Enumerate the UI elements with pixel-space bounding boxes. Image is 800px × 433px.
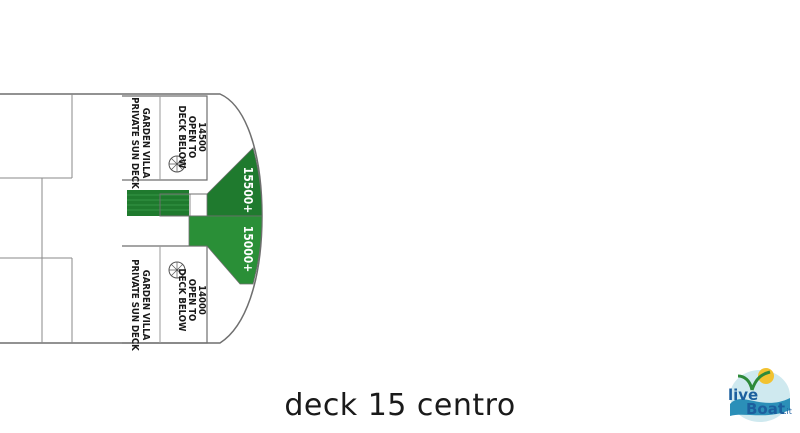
logo-palm-icon: [737, 370, 771, 391]
area-15500-label: 15500+: [241, 167, 255, 214]
spiral-stair-upper-icon: [168, 155, 186, 173]
deck-caption: deck 15 centro: [284, 388, 516, 423]
suite-lower-name-1: GARDEN VILLA: [140, 270, 151, 341]
suite-lower-open-1: OPEN TO: [186, 279, 197, 322]
suite-lower-name-2: PRIVATE SUN DECK: [129, 259, 140, 351]
logo-text-live: live: [728, 386, 758, 404]
suite-upper-open-1: OPEN TO: [186, 116, 197, 159]
spiral-stair-lower-icon: [168, 261, 186, 279]
suite-upper-number: 14500: [196, 122, 207, 152]
suite-upper-name-1: GARDEN VILLA: [140, 108, 151, 179]
suite-lower-number: 14000: [196, 285, 207, 315]
suite-upper-name-2: PRIVATE SUN DECK: [129, 97, 140, 189]
suite-lower-labels: 14000 OPEN TO DECK BELOW GARDEN VILLA PR…: [129, 259, 207, 351]
left-structure: [0, 94, 73, 343]
logo-text-suffix: .it: [784, 407, 792, 416]
suite-lower-room: [122, 245, 208, 344]
central-stair: [127, 190, 213, 217]
suite-upper-room: [122, 95, 208, 181]
suite-upper-open-2: DECK BELOW: [176, 106, 187, 170]
suite-upper-labels: 14500 OPEN TO DECK BELOW GARDEN VILLA PR…: [129, 97, 207, 189]
liveboat-logo: live Boat .it: [728, 368, 792, 422]
suite-lower-open-2: DECK BELOW: [176, 269, 187, 333]
logo-wave-icon: [730, 398, 790, 416]
area-15000-label: 15000+: [241, 226, 255, 273]
logo-text-boat: Boat: [746, 400, 785, 418]
area-15000-shape: [188, 215, 263, 285]
